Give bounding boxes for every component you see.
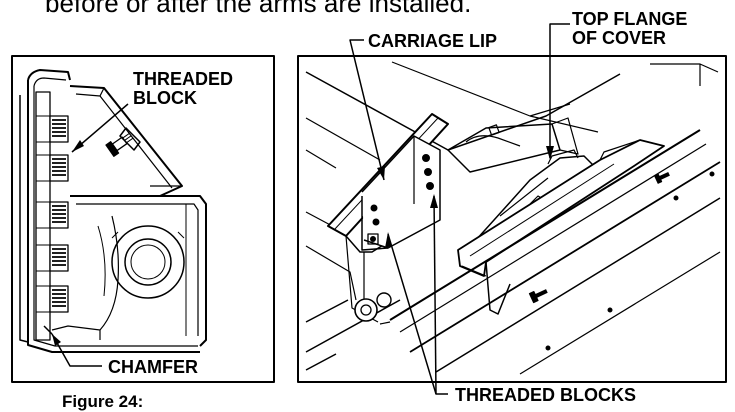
carriage-lip-label: CARRIAGE LIP	[368, 31, 498, 51]
small-bolt	[105, 132, 134, 157]
threaded-block-label: THREADED BLOCK	[133, 70, 233, 108]
cam-inner	[124, 238, 172, 286]
left-view-frame	[11, 55, 275, 383]
screw	[654, 171, 670, 184]
figure-caption: Figure 24:	[62, 392, 144, 411]
right-detail-view	[297, 23, 727, 395]
threaded-block-label-line-2: BLOCK	[133, 88, 197, 108]
right-view-frame	[297, 55, 727, 383]
top-flange-label-line-1: TOP FLANGE	[572, 9, 688, 29]
chamfer-label: CHAMFER	[108, 357, 198, 377]
top-flange-label: TOP FLANGE OF COVER	[572, 10, 687, 48]
top-flange-label-line-2: OF COVER	[572, 28, 667, 48]
clipped-instruction-text: before or after the arms are installed.	[45, 0, 472, 18]
threaded-blocks-label: THREADED BLOCKS	[455, 385, 637, 405]
pivot-bolt	[354, 292, 392, 322]
threaded-block-label-line-1: THREADED	[133, 69, 234, 89]
threaded-block-stack	[35, 91, 69, 341]
screw	[528, 289, 548, 304]
cam-outer	[111, 225, 185, 299]
left-detail-view	[11, 55, 275, 383]
